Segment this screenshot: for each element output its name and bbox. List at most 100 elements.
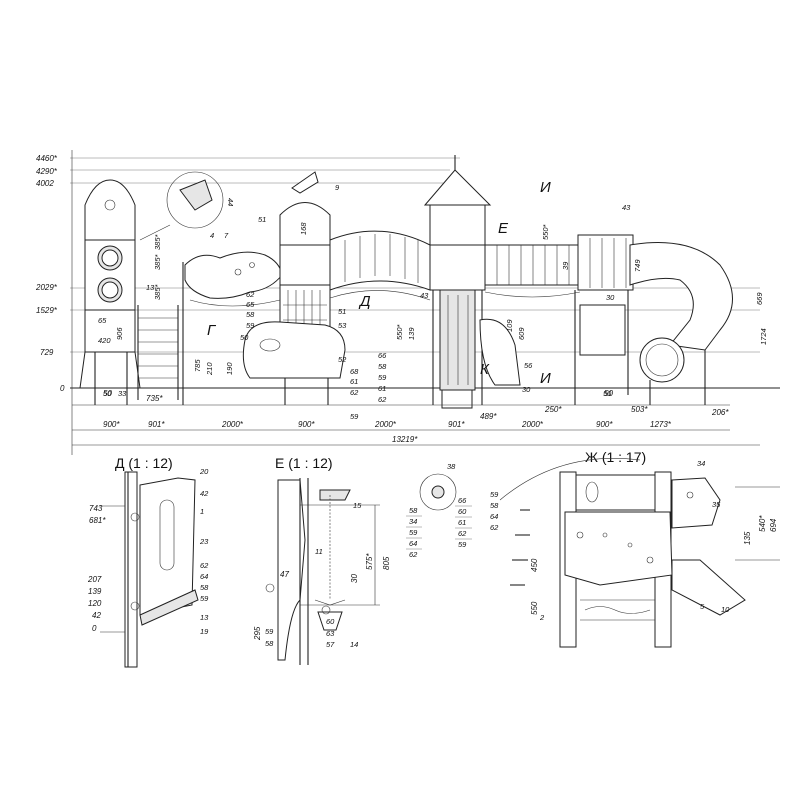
label-61-mid: 61: [378, 384, 386, 393]
level-2029: 2029*: [35, 283, 58, 292]
view-e-dim-575: 575*: [365, 553, 374, 570]
view-e-label-60: 60: [326, 617, 335, 626]
legend-left-62: 62: [409, 550, 418, 559]
label-61: 61: [350, 377, 358, 386]
label-59-mid: 59: [350, 412, 359, 421]
section-mark-i-top: И: [540, 179, 551, 196]
label-33: 33: [118, 389, 127, 398]
legend-left-58: 58: [409, 506, 418, 515]
view-zh-label-64: 64: [490, 512, 498, 521]
view-zh-label-34: 34: [697, 459, 705, 468]
label-62: 62: [246, 290, 255, 299]
label-50-tower1: 50: [103, 389, 112, 398]
tower-3: [423, 155, 492, 409]
view-d-label-58: 58: [200, 583, 209, 592]
curved-bridge: [329, 230, 431, 301]
total-length: 13219*: [392, 435, 418, 444]
label-53: 53: [338, 321, 347, 330]
view-d-dim-681: 681*: [89, 516, 106, 525]
ladder-1: [137, 305, 179, 400]
view-e-label-14: 14: [350, 640, 358, 649]
legend-right-61: 61: [458, 518, 466, 527]
label-62-mid-b: 62: [378, 395, 387, 404]
view-e-dim-295: 295: [253, 626, 262, 641]
label-749: 749: [633, 259, 642, 272]
bottom-dim-6: 901*: [448, 420, 465, 429]
net-bridge: [484, 244, 581, 298]
view-d-title: Д (1 : 12): [115, 455, 173, 471]
label-59: 59: [246, 321, 255, 330]
view-zh-label-59: 59: [490, 490, 499, 499]
view-zh-dim-694: 694: [769, 518, 778, 532]
view-d-label-1: 1: [200, 507, 204, 516]
label-168: 168: [299, 222, 308, 235]
level-4290: 4290*: [36, 167, 58, 176]
view-e-title: Е (1 : 12): [275, 455, 333, 471]
bottom-dim-4: 900*: [298, 420, 315, 429]
view-d-dim-120: 120: [88, 599, 102, 608]
label-44: 44: [226, 198, 235, 206]
bottom-dim-8: 900*: [596, 420, 613, 429]
label-59-mid-b: 59: [378, 373, 387, 382]
bottom-dim-9: 1273*: [650, 420, 672, 429]
label-550-top: 550*: [541, 223, 550, 240]
label-66: 66: [378, 351, 387, 360]
legend-left-59: 59: [409, 528, 418, 537]
label-65b: 65: [246, 300, 255, 309]
view-e-label-11: 11: [315, 547, 323, 556]
car-panel: [242, 321, 346, 379]
view-zh-dim-540: 540*: [758, 515, 767, 532]
bottom-dim-5: 2000*: [374, 420, 397, 429]
view-d-dim-0: 0: [92, 624, 97, 633]
main-dim-503: 503*: [631, 405, 648, 414]
view-d-label-59: 59: [200, 594, 209, 603]
label-51-b: 51: [338, 307, 346, 316]
view-d-label-64: 64: [200, 572, 208, 581]
view-d-label-42: 42: [200, 489, 209, 498]
view-zh-title: Ж (1 : 17): [585, 449, 646, 465]
view-zh-label-5: 5: [700, 602, 705, 611]
label-9: 9: [335, 183, 340, 192]
label-50-right: 50: [603, 389, 612, 398]
view-e-dim-805: 805: [382, 556, 391, 570]
section-mark-d: Д: [358, 293, 371, 310]
label-39: 39: [561, 261, 570, 270]
main-elevation: 4460* 4290* 4002 2029* 1529* 729 0: [35, 150, 780, 455]
label-550-mid: 550*: [395, 323, 404, 340]
label-139: 139: [407, 327, 416, 340]
label-65: 65: [98, 316, 107, 325]
label-385-b: 385*: [153, 253, 162, 270]
main-dim-206: 206*: [711, 408, 729, 417]
view-e-label-57: 57: [326, 640, 335, 649]
view-e-label-58: 58: [265, 639, 274, 648]
label-785: 785: [193, 359, 202, 372]
view-zh-label-2: 2: [539, 613, 545, 622]
label-52: 52: [338, 355, 347, 364]
level-729: 729: [40, 348, 54, 357]
view-e-label-15: 15: [353, 501, 362, 510]
bottom-dim-1: 900*: [103, 420, 120, 429]
rocket-tower: [79, 179, 184, 405]
level-4002: 4002: [36, 179, 54, 188]
middle-legend: 58 34 59 64 62 38 66 60 61 62 59: [406, 462, 472, 559]
view-d: Д (1 : 12) 743 681* 207 139 120 42 0 20 …: [87, 455, 209, 668]
label-385-a: 385*: [153, 283, 162, 300]
legend-right-38: 38: [447, 462, 456, 471]
section-mark-i-bottom: И: [540, 370, 551, 387]
label-58: 58: [246, 310, 255, 319]
label-4: 4: [210, 231, 214, 240]
bottom-dim-2: 901*: [148, 420, 165, 429]
main-dim-50-b: 50: [604, 389, 613, 398]
view-zh: Ж (1 : 17) 540* 694 135 450 550 34 35 59…: [490, 449, 780, 648]
bottom-dim-7: 2000*: [521, 420, 544, 429]
tube-slide: [629, 242, 733, 405]
view-zh-dim-550: 550: [530, 601, 539, 615]
view-zh-dim-450: 450: [530, 558, 539, 572]
tower-4: [574, 234, 634, 405]
label-50: 50: [240, 333, 249, 342]
label-210: 210: [205, 362, 214, 376]
view-zh-label-35: 35: [712, 500, 721, 509]
bottom-dim-3: 2000*: [221, 420, 244, 429]
label-56: 56: [524, 361, 533, 370]
